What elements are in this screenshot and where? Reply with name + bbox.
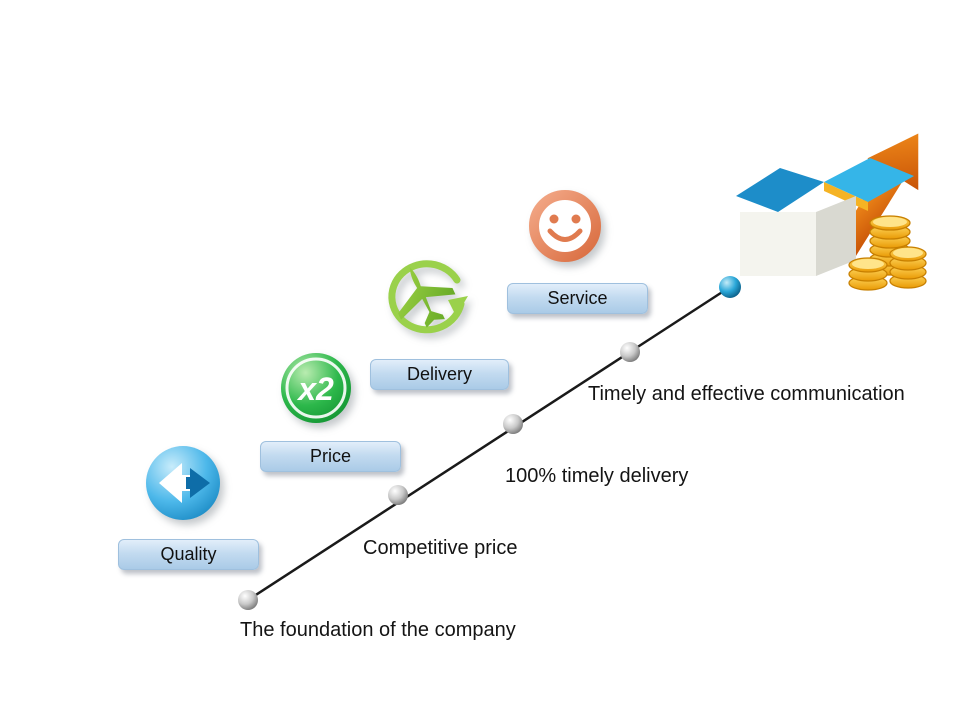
step-label-service-text: Service — [547, 288, 608, 308]
roof-right — [824, 158, 914, 202]
airplane-icon — [378, 256, 470, 347]
step-label-delivery: Delivery — [370, 359, 509, 390]
smiley-face-icon — [523, 186, 607, 275]
milestone-node-3 — [503, 414, 523, 434]
sync-arrows-icon — [137, 440, 229, 535]
step-label-delivery-text: Delivery — [406, 364, 472, 384]
growth-goal-illustration — [728, 118, 928, 298]
box-front — [740, 212, 816, 276]
milestone-node-2 — [388, 485, 408, 505]
step-label-quality-text: Quality — [160, 544, 217, 564]
coin-stack-front-right — [889, 246, 927, 289]
step-caption-quality: The foundation of the company — [240, 619, 516, 641]
milestone-node-4 — [620, 342, 640, 362]
x2-multiplier-icon: x2 — [276, 350, 356, 435]
circular-arrow — [388, 260, 465, 334]
step-caption-delivery: 100% timely delivery — [505, 465, 689, 487]
box-side — [816, 196, 856, 276]
step-label-price: Price — [260, 441, 401, 472]
step-label-service: Service — [507, 283, 648, 314]
roof-trim — [824, 182, 868, 211]
roof-left — [736, 168, 824, 212]
step-caption-service: Timely and effective communication — [588, 383, 905, 405]
coin-stack-front-left — [848, 257, 888, 291]
step-caption-price: Competitive price — [363, 537, 518, 559]
step-label-price-text: Price — [309, 446, 351, 466]
step-label-quality: Quality — [118, 539, 259, 570]
milestone-node-1 — [238, 590, 258, 610]
circular-arrow-head — [448, 296, 468, 316]
x2-text: x2 — [296, 371, 334, 407]
